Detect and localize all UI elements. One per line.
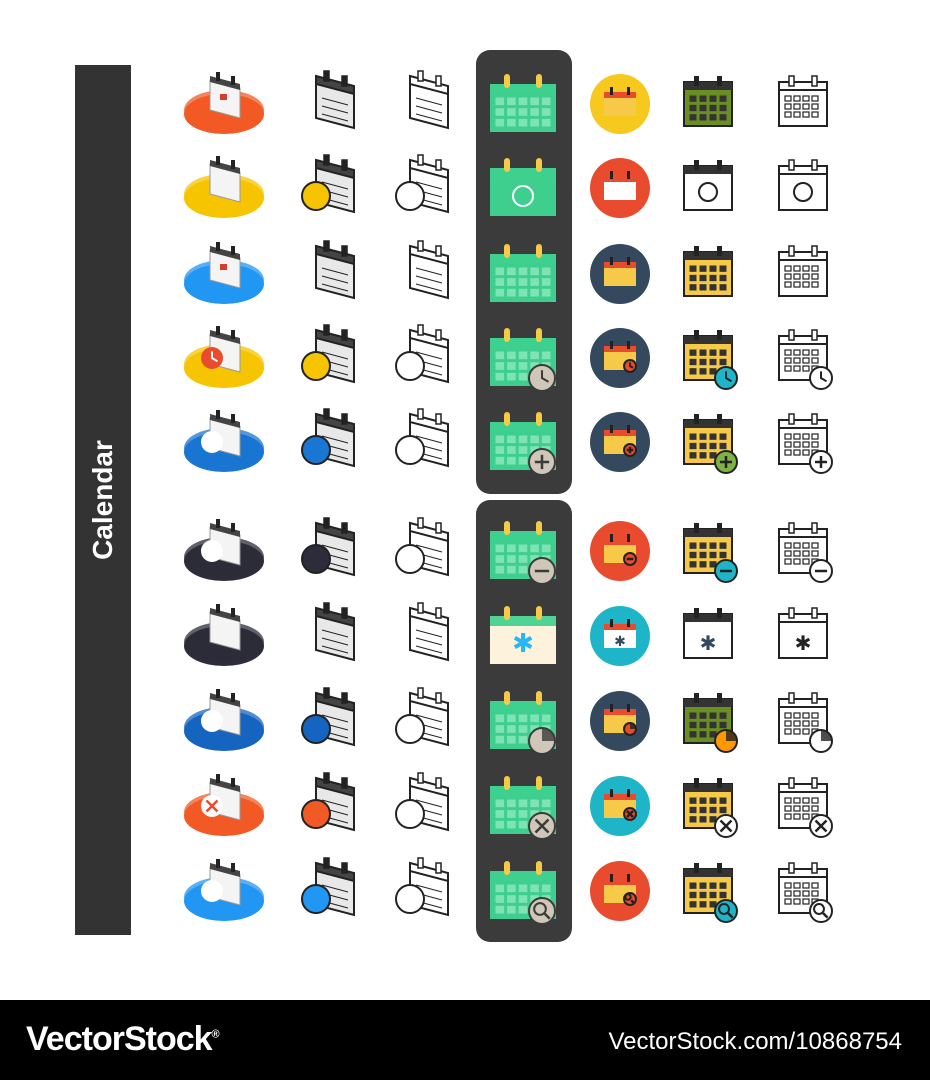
calendar-remove-icon	[284, 515, 380, 587]
calendar-alarm-clock-icon	[572, 152, 668, 224]
calendar-remove-icon	[176, 515, 272, 587]
calendar-remove-icon	[378, 515, 474, 587]
calendar-cancel-icon	[476, 770, 572, 842]
footer: VectorStock® VectorStock.com/10868754	[0, 1000, 930, 1080]
calendar-icon	[755, 238, 851, 310]
calendar-add-icon	[755, 406, 851, 478]
image-url: VectorStock.com/10868754	[608, 1028, 902, 1055]
calendar-alarm-clock-icon	[660, 152, 756, 224]
sidebar: Calendar	[75, 65, 131, 935]
calendar-winter-icon	[378, 600, 474, 672]
calendar-cancel-icon	[378, 770, 474, 842]
calendar-search-icon	[572, 855, 668, 927]
calendar-alarm-clock-icon	[476, 152, 572, 224]
calendar-add-icon	[176, 406, 272, 478]
calendar-deadline-icon	[660, 685, 756, 757]
calendar-deadline-icon	[284, 685, 380, 757]
calendar-alarm-clock-icon	[284, 152, 380, 224]
sidebar-title: Calendar	[87, 440, 118, 560]
calendar-deadline-icon	[755, 685, 851, 757]
calendar-icon	[572, 238, 668, 310]
calendar-date-icon	[476, 68, 572, 140]
calendar-remove-icon	[755, 515, 851, 587]
calendar-winter-icon	[176, 600, 272, 672]
calendar-date-icon	[755, 68, 851, 140]
calendar-remove-icon	[660, 515, 756, 587]
calendar-icon	[176, 238, 272, 310]
calendar-cancel-icon	[660, 770, 756, 842]
calendar-cancel-icon	[176, 770, 272, 842]
calendar-deadline-icon	[476, 685, 572, 757]
calendar-winter-icon	[284, 600, 380, 672]
calendar-cancel-icon	[755, 770, 851, 842]
calendar-search-icon	[378, 855, 474, 927]
calendar-cancel-icon	[284, 770, 380, 842]
calendar-add-icon	[476, 406, 572, 478]
calendar-date-icon	[378, 68, 474, 140]
calendar-add-icon	[572, 406, 668, 478]
calendar-search-icon	[284, 855, 380, 927]
calendar-remove-icon	[476, 515, 572, 587]
calendar-alarm-clock-icon	[755, 152, 851, 224]
calendar-alarm-clock-icon	[176, 152, 272, 224]
calendar-remove-icon	[572, 515, 668, 587]
svg-text:✱: ✱	[614, 634, 626, 650]
calendar-icon	[284, 238, 380, 310]
calendar-alarm-clock-icon	[378, 152, 474, 224]
calendar-date-icon	[284, 68, 380, 140]
calendar-clock-icon	[755, 322, 851, 394]
calendar-search-icon	[660, 855, 756, 927]
calendar-date-icon	[660, 68, 756, 140]
calendar-clock-icon	[572, 322, 668, 394]
calendar-cancel-icon	[572, 770, 668, 842]
calendar-search-icon	[755, 855, 851, 927]
calendar-date-icon	[176, 68, 272, 140]
calendar-add-icon	[284, 406, 380, 478]
calendar-winter-icon: ✱	[476, 600, 572, 672]
registered-mark: ®	[211, 1028, 220, 1041]
calendar-clock-icon	[176, 322, 272, 394]
calendar-deadline-icon	[572, 685, 668, 757]
calendar-search-icon	[176, 855, 272, 927]
calendar-winter-icon: ✱	[755, 600, 851, 672]
calendar-search-icon	[476, 855, 572, 927]
calendar-icon	[476, 238, 572, 310]
calendar-deadline-icon	[176, 685, 272, 757]
calendar-add-icon	[660, 406, 756, 478]
brand-text: VectorStock	[26, 1020, 213, 1058]
calendar-clock-icon	[378, 322, 474, 394]
calendar-winter-icon: ✱	[660, 600, 756, 672]
svg-text:✱: ✱	[795, 631, 812, 655]
calendar-clock-icon	[660, 322, 756, 394]
brand-logo: VectorStock®	[26, 1020, 220, 1059]
calendar-deadline-icon	[378, 685, 474, 757]
calendar-date-icon	[572, 68, 668, 140]
calendar-add-icon	[378, 406, 474, 478]
svg-text:✱: ✱	[700, 631, 717, 655]
calendar-clock-icon	[476, 322, 572, 394]
svg-text:✱: ✱	[512, 629, 534, 659]
calendar-clock-icon	[284, 322, 380, 394]
calendar-icon	[378, 238, 474, 310]
calendar-winter-icon: ✱	[572, 600, 668, 672]
calendar-icon	[660, 238, 756, 310]
